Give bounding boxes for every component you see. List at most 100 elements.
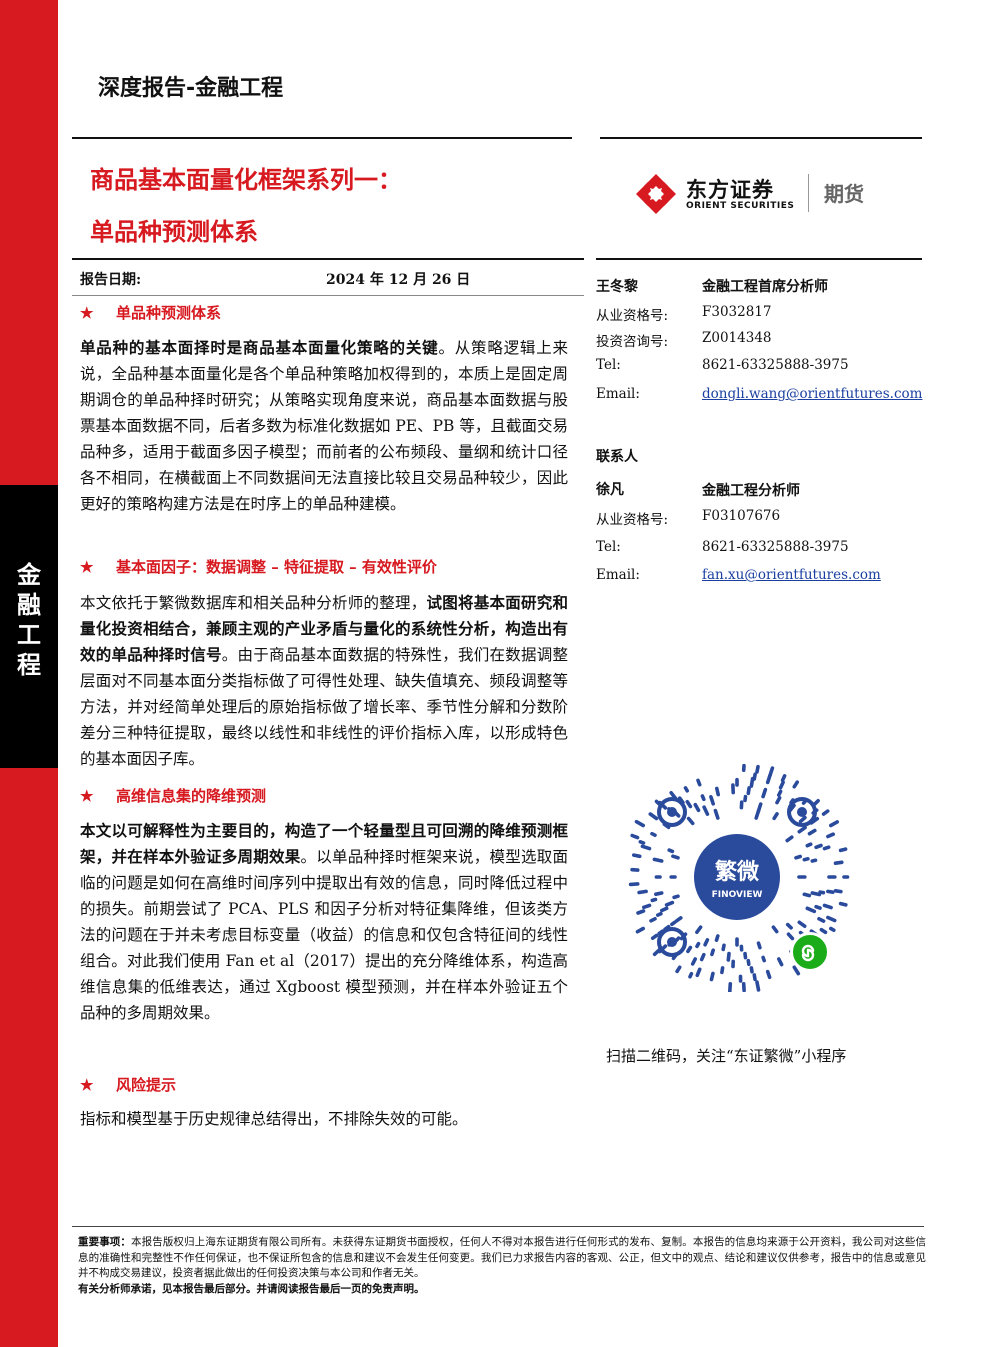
qr-dot	[798, 815, 807, 824]
qr-dot	[628, 882, 640, 887]
qr-dot	[659, 906, 669, 913]
qr-dot	[667, 848, 675, 854]
qr-dot	[634, 819, 646, 828]
qr-dot	[785, 922, 793, 930]
qr-dot	[838, 847, 848, 853]
qr-dot	[654, 799, 661, 806]
qr-dot	[833, 889, 843, 894]
qr-dot	[696, 778, 702, 787]
qr-dot	[710, 948, 715, 957]
qr-dot	[833, 860, 844, 865]
contact-heading: 联系人	[596, 449, 638, 465]
qr-dot	[726, 951, 731, 962]
qr-dot	[685, 799, 693, 809]
qr-dot	[746, 958, 751, 966]
qr-dot	[749, 966, 754, 974]
analyst-field-label: Email:	[596, 386, 640, 402]
qr-dot	[728, 982, 733, 994]
contact-email-link[interactable]: fan.xu@orientfutures.com	[702, 567, 881, 583]
qr-dot	[755, 980, 761, 992]
qr-dot	[749, 776, 755, 788]
analyst-name: 王冬黎	[596, 279, 638, 295]
qr-dot	[829, 820, 839, 828]
section-heading: ★基本面因子：数据调整 – 特征提取 – 有效性评价	[80, 558, 437, 576]
qr-dot	[650, 897, 658, 903]
qr-dot	[761, 787, 768, 799]
qr-dot	[709, 971, 715, 982]
qr-dot	[674, 916, 683, 923]
qr-dot	[670, 920, 677, 927]
analyst-field-label: Tel:	[596, 357, 621, 373]
section-heading: ★高维信息集的降维预测	[80, 787, 267, 805]
qr-pattern	[628, 763, 850, 994]
qr-dot	[797, 825, 807, 834]
qr-dot	[752, 973, 757, 982]
date-rule	[72, 295, 584, 296]
qr-dot	[771, 925, 779, 934]
qr-dot	[650, 831, 657, 837]
star-icon: ★	[80, 558, 94, 576]
qr-dot	[785, 835, 794, 843]
qr-dot	[802, 892, 812, 898]
qr-dot	[636, 909, 646, 915]
qr-dot	[765, 969, 772, 980]
contact-title: 金融工程分析师	[702, 483, 800, 499]
qr-dot	[819, 927, 828, 935]
qr-dot	[715, 786, 720, 797]
qr-dot	[743, 951, 748, 960]
qr-dot	[695, 967, 702, 978]
contact-name: 徐凡	[596, 482, 624, 498]
qr-dot	[686, 816, 695, 826]
qr-dot	[794, 854, 802, 860]
contact-field-value: F03107676	[702, 508, 781, 524]
disclaimer-text: 重要事项：本报告版权归上海东证期货有限公司所有。未获得东证期货书面授权，任何人不…	[78, 1236, 927, 1279]
qr-dot	[655, 911, 663, 917]
qr-dot	[693, 802, 701, 813]
title-top-rule-right	[600, 137, 922, 139]
contact-field-label: 从业资格号:	[596, 512, 669, 528]
brand-logo: 东方证券 ORIENT SECURITIES 期货	[634, 172, 884, 216]
qr-dot	[826, 889, 835, 894]
qr-dot	[675, 965, 682, 974]
qr-dot	[632, 853, 642, 859]
qr-center-text-cn: 繁微	[714, 860, 759, 885]
section-heading: ★单品种预测体系	[80, 304, 222, 322]
logo-divider	[808, 174, 809, 212]
qr-dot	[810, 891, 822, 897]
qr-dot	[797, 920, 807, 928]
disclaimer-footer: 有关分析师承诺，见本报告最后部分。并请阅读报告最后一页的免责声明。	[78, 1283, 425, 1295]
qr-dot	[822, 845, 831, 851]
qr-dot	[826, 915, 837, 923]
side-label: 金 融 工 程	[17, 561, 41, 679]
brand-division: 期货	[824, 182, 864, 206]
qr-dot	[648, 812, 659, 821]
qr-dot	[755, 764, 760, 774]
analyst-title: 金融工程首席分析师	[702, 279, 828, 295]
qr-dot	[709, 794, 715, 806]
analyst-email-link[interactable]: dongli.wang@orientfutures.com	[702, 386, 923, 402]
qr-dot	[641, 903, 652, 910]
qr-dot	[672, 894, 680, 900]
contact-field-label: Email:	[596, 567, 640, 583]
qr-dot	[778, 780, 785, 790]
qr-dot	[777, 789, 783, 797]
qr-dot	[683, 786, 689, 793]
qr-eye-center	[667, 807, 677, 817]
mini-program-qr-code[interactable]: 繁微 FINOVIEW	[622, 762, 852, 994]
qr-dot	[638, 840, 646, 845]
qr-dot	[688, 972, 694, 979]
section-heading: ★风险提示	[80, 1076, 177, 1094]
qr-dot	[746, 786, 751, 796]
qr-dot	[775, 795, 782, 805]
qr-caption: 扫描二维码，关注“东证繁微”小程序	[606, 1047, 847, 1065]
qr-dot	[721, 943, 726, 952]
qr-dot	[777, 957, 784, 967]
report-title-line2: 单品种预测体系	[90, 218, 258, 246]
analyst-field-value: Z0014348	[702, 330, 772, 346]
qr-dot	[690, 957, 697, 966]
title-bottom-rule-left	[72, 258, 584, 260]
star-icon: ★	[80, 1076, 94, 1094]
section-paragraph: 本文以可解释性为主要目的，构造了一个轻量型且可回溯的降维预测框架，并在样本外验证…	[80, 821, 568, 1022]
qr-dot	[650, 933, 659, 940]
qr-dot	[635, 926, 646, 934]
